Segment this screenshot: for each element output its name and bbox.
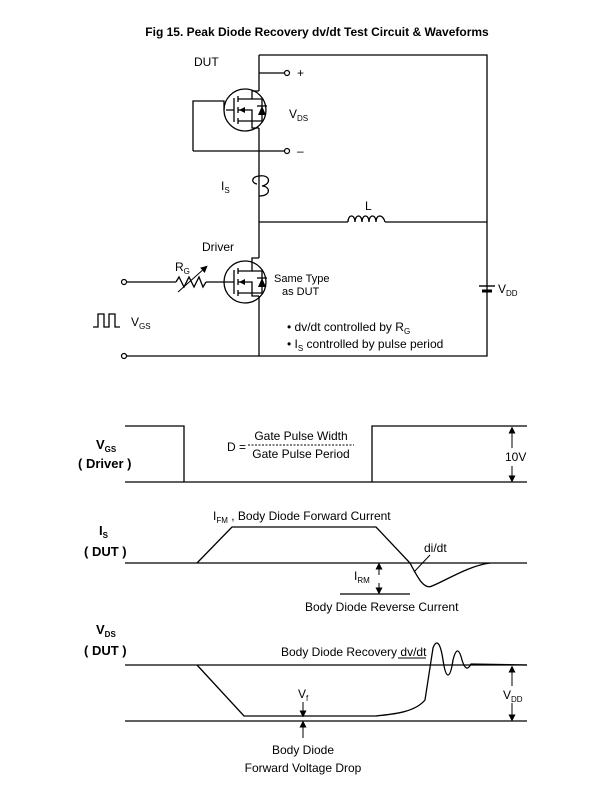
- same-type-label-line1: Same Type: [274, 273, 329, 285]
- vgs-waveform-panel: 10V VGS ( Driver ) D = Gate Pulse Width …: [78, 425, 527, 483]
- plus-label: +: [297, 66, 304, 80]
- current-probe-loop: [252, 175, 260, 185]
- plus-terminal: [283, 69, 291, 77]
- forward-drop-label-line2: Forward Voltage Drop: [245, 761, 362, 775]
- vgs-amplitude-label: 10V: [505, 450, 526, 464]
- vgs-wave-label-driver: ( Driver ): [78, 456, 131, 471]
- rg-resistor-icon: [175, 275, 207, 289]
- vds-circuit-label: VDS: [289, 107, 308, 123]
- vdd-source-icon: [479, 285, 495, 293]
- vdd-circuit-label: VDD: [498, 282, 518, 298]
- vds-waveform-trace: [196, 642, 528, 717]
- didt-label: di/dt: [424, 541, 447, 555]
- gate-input-terminal: [120, 278, 128, 286]
- vgs-circuit-label: VGS: [131, 315, 151, 331]
- didt-leader-line: [413, 554, 431, 573]
- rg-label: RG: [175, 260, 190, 276]
- vds-wave-label: VDS: [96, 622, 116, 639]
- duty-cycle-numerator: Gate Pulse Width: [254, 429, 347, 443]
- ifm-label: IFM , Body Diode Forward Current: [213, 509, 391, 525]
- duty-cycle-denominator: Gate Pulse Period: [252, 447, 349, 461]
- minus-label: –: [297, 144, 304, 158]
- forward-drop-label-line1: Body Diode: [272, 743, 334, 757]
- irm-label: IRM: [354, 569, 370, 585]
- vds-waveform-panel: VDS ( DUT ) Body Diode Recovery dv/dt VD…: [84, 622, 528, 775]
- driver-mosfet-symbol: [223, 257, 267, 304]
- is-circuit-label: IS: [221, 179, 230, 195]
- inductor-icon: [347, 215, 386, 223]
- ground-terminal: [120, 352, 128, 360]
- dut-mosfet-symbol: [223, 88, 267, 132]
- is-wave-label-dut: ( DUT ): [84, 544, 127, 559]
- current-probe-icon: [258, 175, 270, 197]
- pulse-source-icon: [93, 313, 120, 328]
- is-waveform-panel: IS ( DUT ) IFM , Body Diode Forward Curr…: [84, 509, 527, 614]
- inductor-label: L: [365, 199, 372, 213]
- minus-terminal: [283, 147, 291, 155]
- right-loop-wire: [259, 54, 488, 357]
- vf-label: Vf: [298, 687, 309, 703]
- figure-title: Fig 15. Peak Diode Recovery dv/dt Test C…: [145, 25, 489, 39]
- vgs-wave-label: VGS: [96, 437, 117, 454]
- dut-gate-short-wire: [192, 100, 225, 151]
- rg-variable-arrow: [177, 265, 208, 293]
- vgs-waveform-trace: [125, 425, 527, 483]
- is-waveform-trace: [196, 526, 491, 588]
- driver-label: Driver: [202, 240, 234, 254]
- note-dvdt: • dv/dt controlled by RG: [287, 320, 410, 336]
- reverse-current-label: Body Diode Reverse Current: [305, 600, 459, 614]
- note-is: • IS controlled by pulse period: [287, 337, 443, 353]
- same-type-label-line2: as DUT: [282, 286, 320, 298]
- vds-vdd-label: VDD: [503, 688, 523, 704]
- vds-wave-label-dut: ( DUT ): [84, 643, 127, 658]
- is-wave-label: IS: [99, 523, 109, 540]
- duty-cycle-d-label: D =: [227, 440, 246, 454]
- dut-label: DUT: [194, 55, 219, 69]
- circuit-schematic: DUT + – VDS IS L Driver RG Same Type as …: [93, 54, 518, 360]
- recovery-dvdt-label: Body Diode Recovery dv/dt: [281, 645, 427, 659]
